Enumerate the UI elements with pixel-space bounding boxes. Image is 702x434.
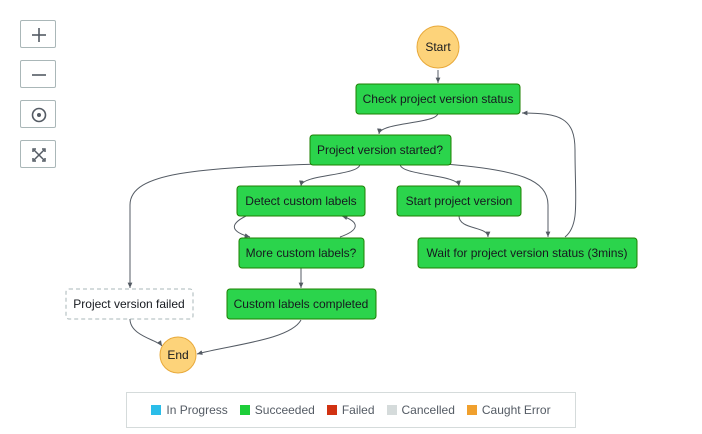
zoom-in-button[interactable]	[20, 20, 56, 48]
node-project-version-started[interactable]: Project version started?	[309, 134, 452, 166]
legend-swatch-succeeded	[239, 405, 250, 415]
legend-failed: Failed	[326, 403, 375, 417]
plus-icon	[32, 28, 46, 42]
node-check-label: Check project version status	[363, 92, 514, 106]
legend-label-succeeded: Succeeded	[254, 403, 315, 417]
node-check-project-version-status[interactable]: Check project version status	[355, 83, 521, 115]
edge-startpv-wait	[458, 215, 491, 238]
node-more-label: More custom labels?	[246, 246, 357, 260]
nodes: Start Check project version status Proje…	[65, 25, 638, 374]
legend-caught-error: Caught Error	[466, 403, 551, 417]
minus-icon	[32, 74, 46, 76]
node-completed-label: Custom labels completed	[234, 297, 369, 311]
legend-label-in-progress: In Progress	[166, 403, 228, 417]
legend-swatch-caught-error	[466, 405, 477, 415]
edge-more-detect	[339, 215, 356, 238]
edge-check-started	[377, 112, 439, 135]
edge-detect-more	[234, 215, 251, 238]
edge-completed-end	[196, 319, 302, 355]
state-machine-graph: Start Check project version status Proje…	[65, 25, 638, 374]
legend-swatch-failed	[326, 405, 337, 415]
node-detect-custom-labels[interactable]: Detect custom labels	[236, 185, 366, 217]
node-start-label: Start	[425, 40, 451, 54]
node-project-version-failed[interactable]: Project version failed	[65, 288, 194, 320]
edge-failed-end	[129, 318, 163, 347]
node-end[interactable]: End	[159, 336, 197, 374]
node-start-project-version[interactable]: Start project version	[396, 185, 522, 217]
legend-label-cancelled: Cancelled	[401, 403, 455, 417]
node-more-custom-labels[interactable]: More custom labels?	[238, 237, 365, 269]
node-detect-label: Detect custom labels	[245, 194, 356, 208]
node-failed-label: Project version failed	[73, 297, 184, 311]
edge-started-failed	[127, 163, 319, 288]
node-started-label: Project version started?	[317, 143, 443, 157]
node-startpv-label: Start project version	[406, 194, 513, 208]
center-button[interactable]	[20, 100, 56, 128]
legend-succeeded: Succeeded	[239, 403, 315, 417]
node-end-label: End	[167, 348, 188, 362]
status-legend: In Progress Succeeded Failed Cancelled C…	[126, 392, 576, 428]
edges	[127, 70, 577, 355]
edge-started-startpv	[399, 163, 461, 187]
edge-wait-check	[521, 110, 577, 238]
zoom-out-button[interactable]	[20, 60, 56, 88]
legend-label-failed: Failed	[341, 403, 375, 417]
fit-to-screen-button[interactable]	[20, 140, 56, 168]
legend-label-caught-error: Caught Error	[481, 403, 551, 417]
edge-started-wait	[444, 163, 551, 237]
node-custom-labels-completed[interactable]: Custom labels completed	[226, 288, 377, 320]
node-start[interactable]: Start	[416, 25, 460, 69]
legend-swatch-cancelled	[386, 405, 397, 415]
node-wait-label: Wait for project version status (3mins)	[427, 246, 628, 260]
node-wait-for-project-version-status[interactable]: Wait for project version status (3mins)	[417, 237, 638, 269]
legend-in-progress: In Progress	[151, 403, 228, 417]
edge-started-detect	[299, 163, 361, 187]
legend-swatch-in-progress	[151, 405, 162, 415]
expand-icon	[32, 148, 46, 162]
target-icon	[31, 107, 47, 123]
legend-cancelled: Cancelled	[386, 403, 455, 417]
